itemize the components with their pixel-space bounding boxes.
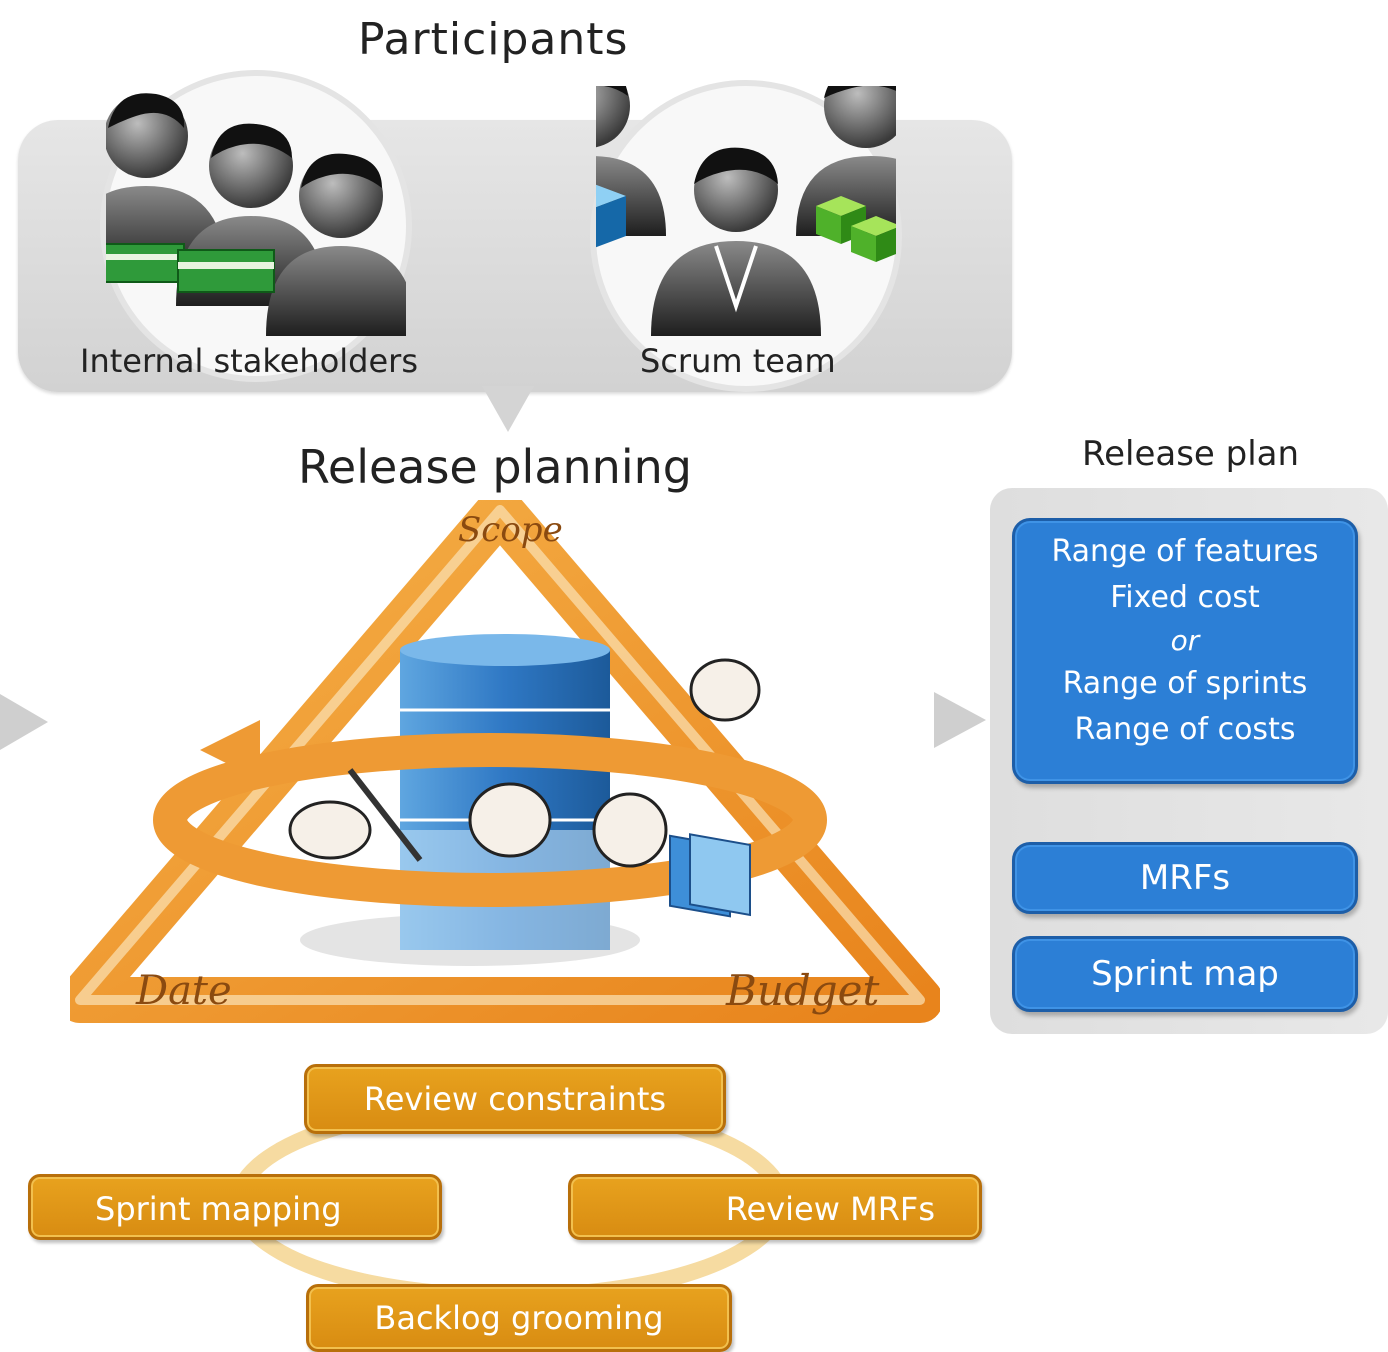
pen-icon	[347, 768, 423, 862]
internal-stakeholders-label: Internal stakeholders	[80, 342, 418, 380]
cards-icon	[669, 833, 751, 918]
participants-title: Participants	[358, 14, 629, 65]
backlog-grooming-activity: Backlog grooming	[306, 1284, 732, 1352]
green-cubes-icon	[816, 196, 901, 262]
release-planning-title: Release planning	[298, 440, 692, 494]
plan-option-or: or	[1170, 624, 1200, 657]
money-stack-icon	[103, 243, 275, 293]
scrum-team-people-icon	[516, 64, 946, 336]
review-constraints-activity: Review constraints	[304, 1064, 726, 1134]
plan-option-line: Range of sprints	[1062, 666, 1308, 701]
scrum-team-label: Scrum team	[640, 342, 836, 380]
sprint-mapping-activity: Sprint mapping	[28, 1174, 442, 1240]
review-mrfs-activity: Review MRFs	[568, 1174, 982, 1240]
release-plan-title: Release plan	[1082, 434, 1300, 474]
scope-label: Scope	[458, 510, 563, 550]
budget-label: Budget	[726, 966, 880, 1015]
plan-option-line: Range of costs	[1074, 712, 1296, 747]
date-label: Date	[136, 968, 232, 1014]
plan-option-line: Fixed cost	[1110, 580, 1260, 615]
incoming-arrow	[0, 694, 48, 750]
mrfs-box: MRFs	[1012, 842, 1358, 914]
plan-options-box: Range of features Fixed cost or Range of…	[1012, 518, 1358, 784]
cycle-arrow-icon	[153, 720, 827, 907]
plan-option-line: Range of features	[1051, 534, 1319, 569]
internal-stakeholders-group	[66, 70, 416, 382]
stakeholders-people-icon	[66, 93, 416, 336]
hands-icon	[288, 658, 761, 868]
sprint-map-box: Sprint map	[1012, 936, 1358, 1012]
panel-pointer	[482, 386, 534, 432]
constraints-triangle	[70, 500, 940, 1023]
to-release-plan-arrow	[934, 692, 986, 748]
